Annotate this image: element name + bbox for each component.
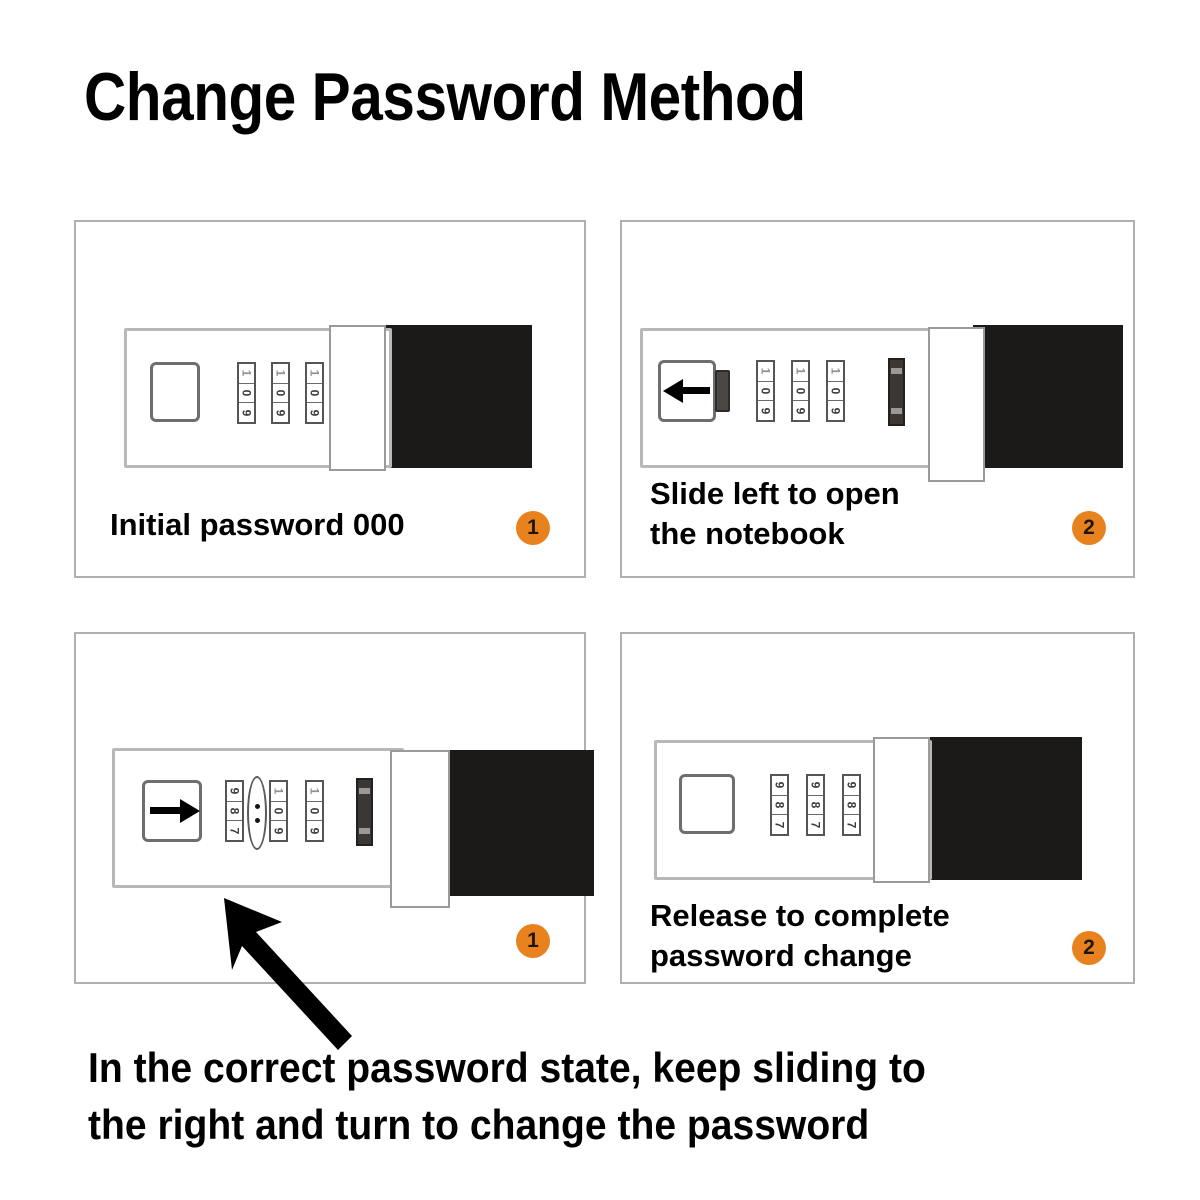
dial-cell: 1 (271, 782, 286, 802)
dial-cell: 1 (828, 362, 843, 382)
dial-cell: 0 (307, 802, 322, 822)
dial-cell: 1 (239, 364, 254, 384)
slider-block[interactable] (329, 325, 386, 471)
plate-tab (715, 370, 730, 412)
step-panel-4: 9 8 7 9 8 7 9 8 7 Release to complete pa… (620, 632, 1135, 984)
dial-cell: 9 (239, 409, 254, 417)
dial-cell: 0 (273, 384, 288, 404)
digit-dial[interactable]: 9 8 7 (225, 780, 244, 842)
digit-dial[interactable]: 9 8 7 (806, 774, 825, 836)
digit-dial[interactable]: 1 0 9 (756, 360, 775, 422)
panel-caption: Initial password 000 (110, 507, 405, 542)
dial-cell: 7 (808, 821, 823, 829)
arrow-right-icon (180, 799, 200, 823)
arrow-left-icon (663, 379, 683, 403)
digit-dial[interactable]: 1 0 9 (305, 362, 324, 424)
digit-dial[interactable]: 1 0 9 (305, 780, 324, 842)
lock-plate (679, 774, 735, 834)
dial-cell: 9 (793, 407, 808, 415)
digit-dial[interactable]: 1 0 9 (271, 362, 290, 424)
lever-band (891, 408, 902, 414)
slider-block[interactable] (390, 750, 450, 908)
dial-cell: 9 (307, 409, 322, 417)
panel-caption: Slide left to open the notebook (650, 476, 900, 551)
rotate-dot (254, 818, 260, 823)
digit-dial[interactable]: 1 0 9 (826, 360, 845, 422)
dial-cell: 1 (307, 782, 322, 802)
dial-cell: 1 (307, 364, 322, 384)
lever-band (891, 368, 902, 374)
notebook-black-cover (442, 750, 594, 896)
lock-device-4: 9 8 7 9 8 7 9 8 7 (654, 734, 1104, 884)
dial-cell: 8 (808, 796, 823, 816)
notebook-black-cover (973, 325, 1123, 468)
step-panel-2: 1 0 9 1 0 9 1 0 9 Slide left to open the… (620, 220, 1135, 578)
dial-cell: 8 (227, 802, 242, 822)
dial-cell: 7 (772, 821, 787, 829)
dial-cell: 0 (239, 384, 254, 404)
dial-cell: 0 (307, 384, 322, 404)
dial-cell: 9 (273, 409, 288, 417)
pointer-arrow-icon (200, 880, 390, 1060)
dial-cell: 9 (271, 827, 286, 835)
notebook-black-cover (380, 325, 532, 468)
slider-block[interactable] (928, 327, 985, 482)
dial-cell: 0 (828, 382, 843, 402)
panel-caption: Release to complete password change (650, 898, 950, 973)
rotate-indicator-icon (247, 776, 267, 850)
dial-cell: 9 (808, 776, 823, 796)
dial-cell: 1 (758, 362, 773, 382)
step-panel-3: 9 8 7 1 0 9 1 0 9 1 (74, 632, 594, 984)
lock-device-2: 1 0 9 1 0 9 1 0 9 (640, 322, 1123, 482)
arrow-shaft (150, 807, 182, 814)
dial-cell: 9 (844, 776, 859, 796)
dial-cell: 7 (227, 827, 242, 835)
dial-cell: 1 (793, 362, 808, 382)
dial-cell: 0 (793, 382, 808, 402)
digit-dial[interactable]: 9 8 7 (842, 774, 861, 836)
digit-dial[interactable]: 1 0 9 (237, 362, 256, 424)
release-lever[interactable] (356, 778, 373, 846)
digit-dial[interactable]: 9 8 7 (770, 774, 789, 836)
step-badge: 2 (1072, 511, 1106, 545)
page-title: Change Password Method (84, 59, 806, 135)
release-lever[interactable] (888, 358, 905, 426)
dial-cell: 9 (227, 782, 242, 802)
dial-cell: 9 (307, 827, 322, 835)
digit-dial[interactable]: 1 0 9 (791, 360, 810, 422)
lever-band (359, 828, 370, 834)
lock-device-3: 9 8 7 1 0 9 1 0 9 (112, 742, 594, 908)
lock-plate (150, 362, 200, 422)
rotate-dot (254, 804, 260, 809)
dial-cell: 0 (271, 802, 286, 822)
step-badge: 2 (1072, 931, 1106, 965)
digit-dial[interactable]: 1 0 9 (269, 780, 288, 842)
dial-cell: 1 (273, 364, 288, 384)
dial-cell: 8 (844, 796, 859, 816)
dial-cell: 7 (844, 821, 859, 829)
dial-cell: 8 (772, 796, 787, 816)
step-badge: 1 (516, 511, 550, 545)
step-badge: 1 (516, 924, 550, 958)
lock-device-1: 1 0 9 1 0 9 1 0 9 (124, 322, 554, 472)
notebook-black-cover (927, 737, 1082, 880)
arrow-shaft (682, 387, 710, 394)
step-panel-1: 1 0 9 1 0 9 1 0 9 Initial password 000 1 (74, 220, 586, 578)
dial-cell: 9 (758, 407, 773, 415)
dial-cell: 9 (828, 407, 843, 415)
slider-block[interactable] (873, 737, 930, 883)
bottom-note: In the correct password state, keep slid… (88, 1044, 926, 1148)
dial-cell: 0 (758, 382, 773, 402)
dial-cell: 9 (772, 776, 787, 796)
lever-band (359, 788, 370, 794)
